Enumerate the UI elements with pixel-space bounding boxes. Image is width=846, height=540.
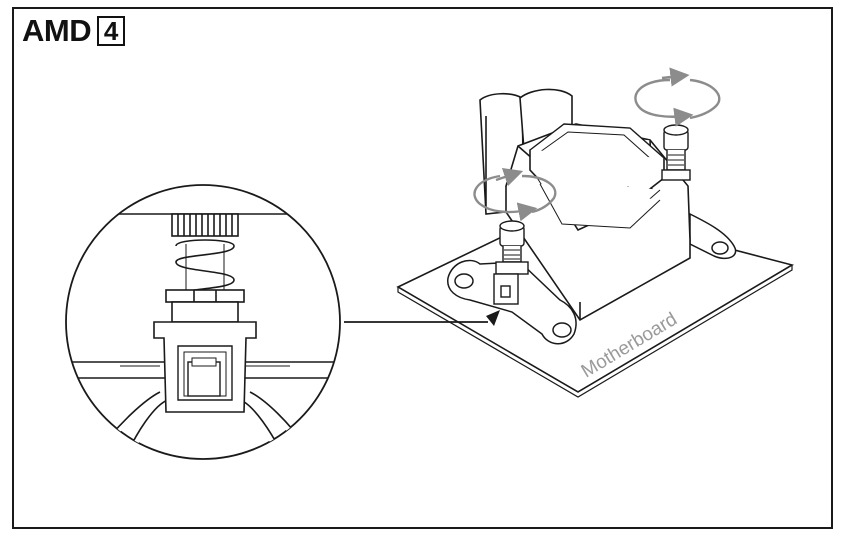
pump-block: [505, 123, 691, 322]
zoom-callout-icon: [65, 184, 341, 460]
step-number-badge: 4: [97, 16, 126, 46]
brand-label: AMD: [22, 13, 92, 48]
step-heading: AMD 4: [22, 13, 126, 48]
thumb-screw-right: [661, 124, 691, 181]
rotate-arrows-icon: [473, 167, 557, 222]
pointer-arrow-icon: [344, 310, 500, 326]
thumb-screw-left: [493, 220, 529, 305]
rotate-arrows-icon: [634, 67, 721, 127]
